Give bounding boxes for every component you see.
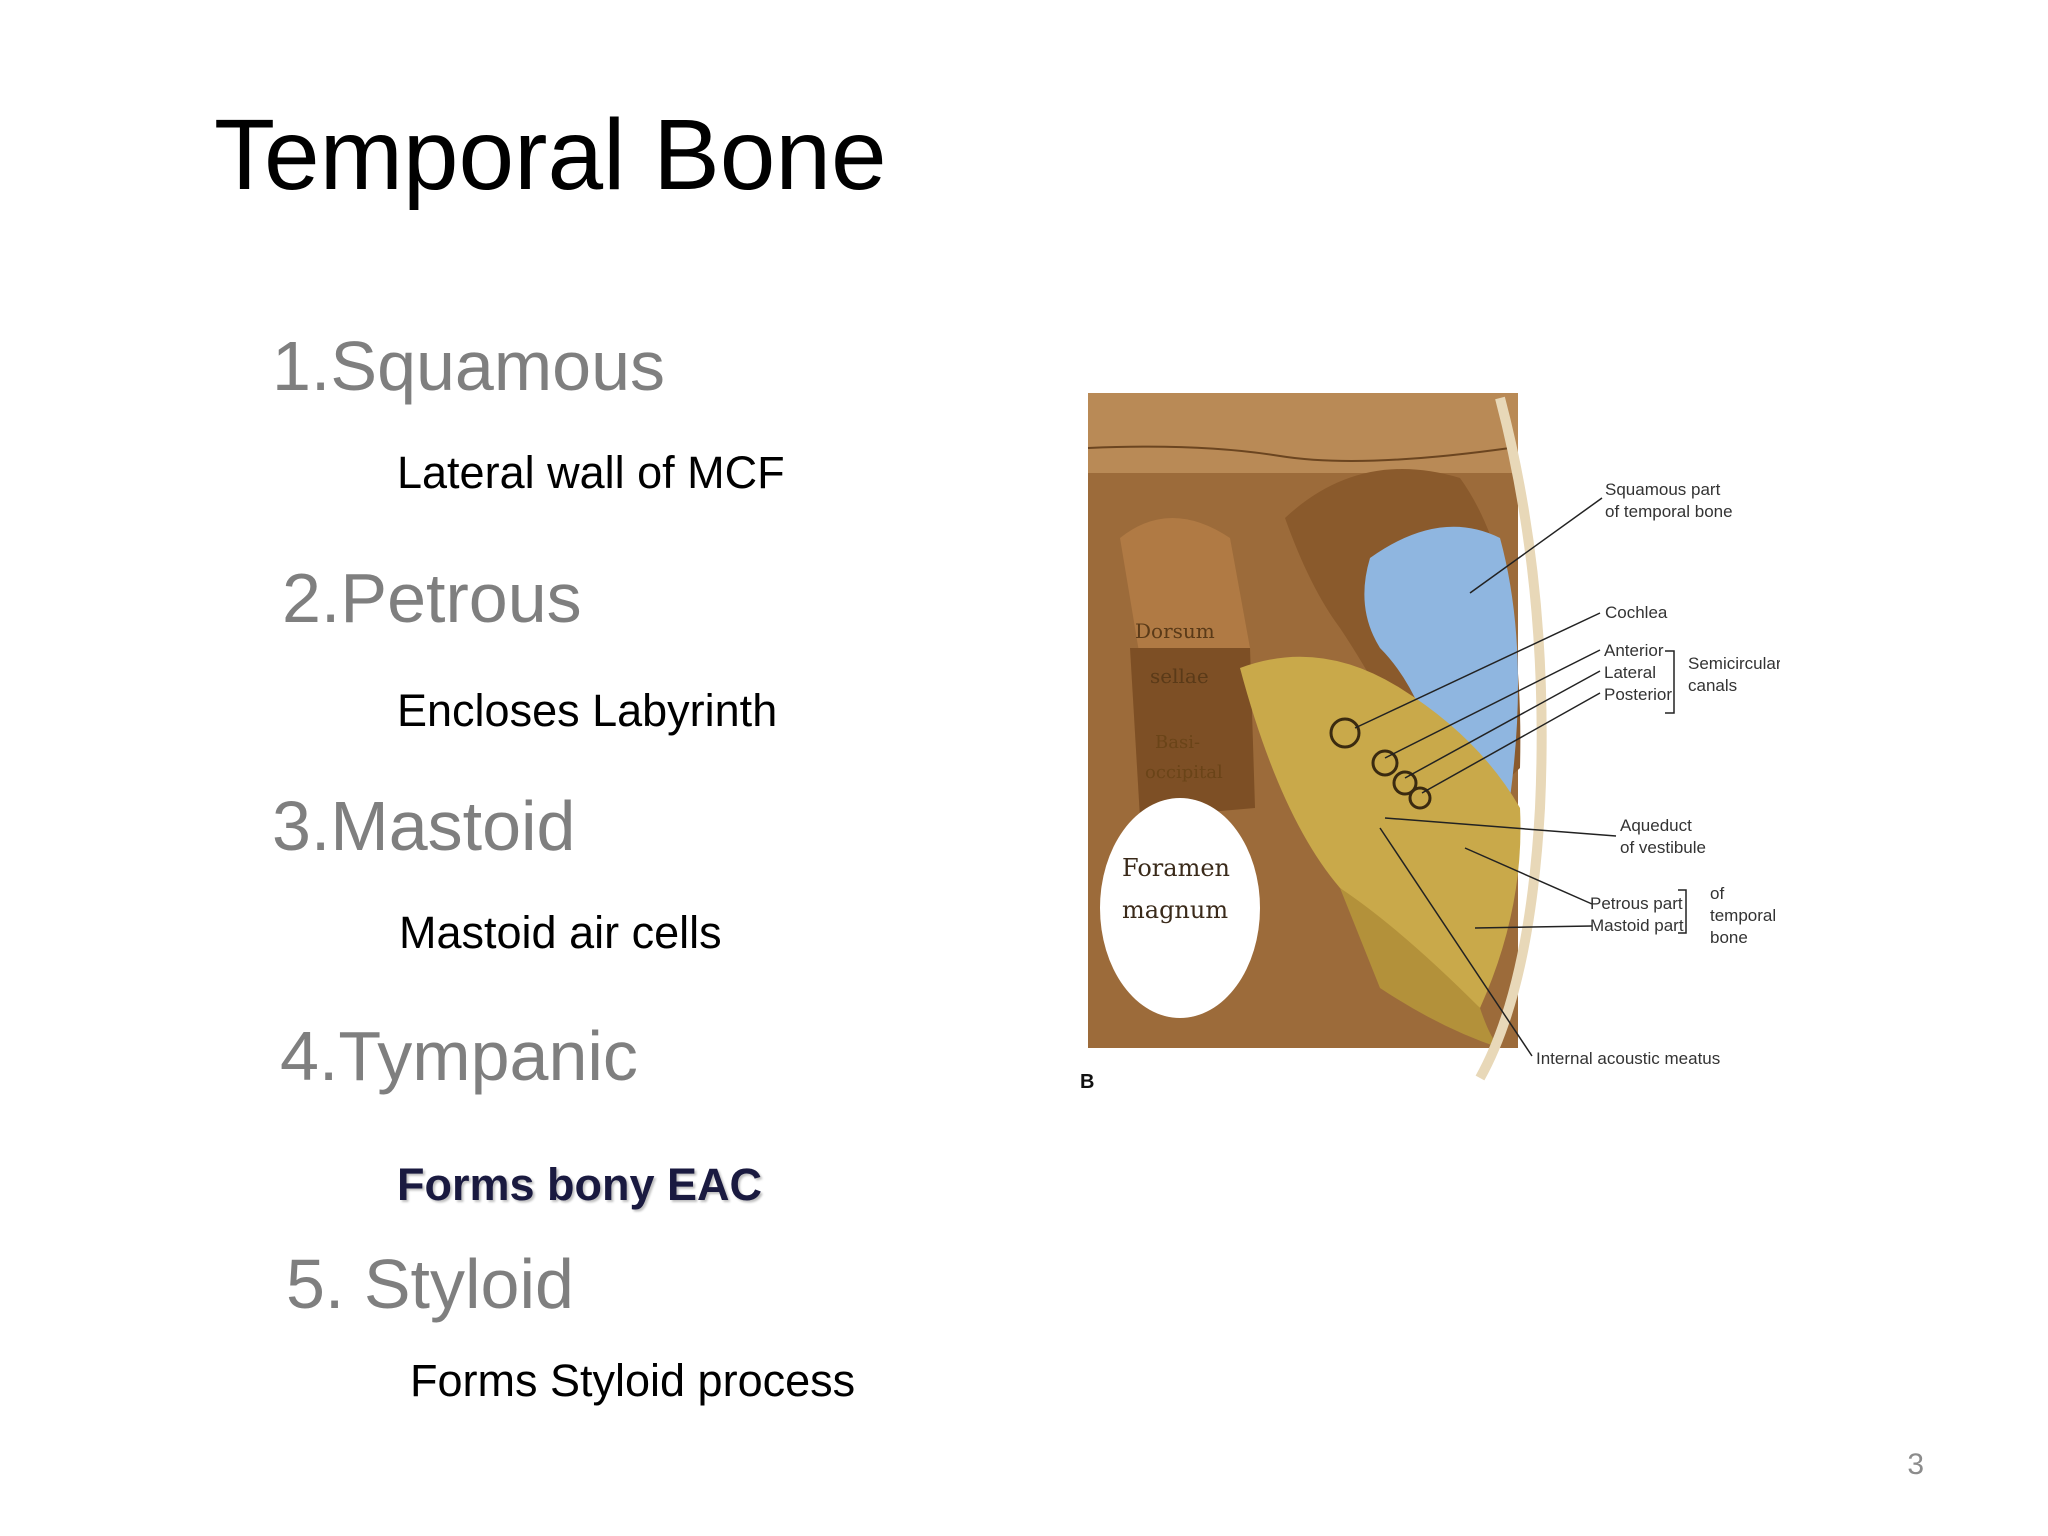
temporal-bone-figure: Foramen magnum Dorsum sellae Basi- occip…	[1080, 388, 1780, 1098]
leader-lines	[1354, 497, 1687, 1057]
temporal-label: temporal	[1710, 906, 1776, 925]
part-heading-petrous: 2.Petrous	[282, 559, 582, 637]
part-description-tympanic: Forms bony EAC	[397, 1159, 763, 1210]
vestibule-label: of vestibule	[1620, 838, 1706, 857]
internal-acoustic-label: Internal acoustic meatus	[1536, 1049, 1720, 1068]
mastoid-part-label: Mastoid part	[1590, 916, 1684, 935]
skull-vault-edge	[1088, 393, 1518, 473]
posterior-canal-shape	[1408, 786, 1432, 810]
suture-line	[1087, 445, 1511, 462]
clivus	[1130, 648, 1255, 818]
part-description-mastoid: Mastoid air cells	[399, 907, 722, 958]
magnum-label: magnum	[1122, 896, 1228, 924]
part-heading-squamous: 1.Squamous	[272, 327, 666, 405]
lateral-label: Lateral	[1604, 663, 1656, 682]
part-description-squamous: Lateral wall of MCF	[397, 447, 785, 498]
petrous-part-label: Petrous part	[1590, 894, 1683, 913]
lateral-canal-shape	[1392, 770, 1418, 796]
part-heading-tympanic: 4.Tympanic	[280, 1017, 638, 1095]
of-label: of	[1710, 884, 1724, 903]
part-description-styloid: Forms Styloid process	[410, 1355, 856, 1406]
anterior-canal-shape	[1371, 749, 1399, 777]
squamous-part-label-2: of temporal bone	[1605, 502, 1733, 521]
bone-label: bone	[1710, 928, 1748, 947]
figure-letter: B	[1080, 1071, 1094, 1093]
slide-title: Temporal Bone	[214, 99, 887, 211]
page-number: 3	[1907, 1448, 1924, 1481]
lateral-skull-rim	[1475, 396, 1547, 1081]
part-heading-mastoid: 3.Mastoid	[272, 787, 576, 865]
anterior-label: Anterior	[1604, 641, 1664, 660]
part-description-petrous: Encloses Labyrinth	[397, 685, 778, 736]
aqueduct-label: Aqueduct	[1620, 816, 1692, 835]
dorsum-label: Dorsum	[1135, 619, 1215, 643]
occipital-label: occipital	[1145, 762, 1223, 783]
temporal-bone-illustration: Foramen magnum Dorsum sellae Basi- occip…	[1080, 393, 1780, 1093]
sellae-label: sellae	[1150, 664, 1209, 688]
petrous-part	[1240, 656, 1521, 1008]
squamous-part-highlight	[1364, 526, 1518, 800]
dorsum-sellae	[1120, 518, 1250, 671]
cochlea-shape	[1329, 717, 1361, 749]
part-heading-styloid: 5. Styloid	[286, 1245, 574, 1323]
foramen-magnum	[1100, 798, 1260, 1018]
canals-label: canals	[1688, 676, 1737, 695]
squamous-part-label: Squamous part	[1605, 480, 1721, 499]
posterior-label: Posterior	[1604, 685, 1672, 704]
mastoid-part	[1340, 888, 1500, 1048]
cochlea-label: Cochlea	[1605, 603, 1668, 622]
semicircular-label: Semicircular	[1688, 654, 1780, 673]
foramen-label: Foramen	[1122, 854, 1230, 882]
basi-label: Basi-	[1155, 732, 1200, 753]
